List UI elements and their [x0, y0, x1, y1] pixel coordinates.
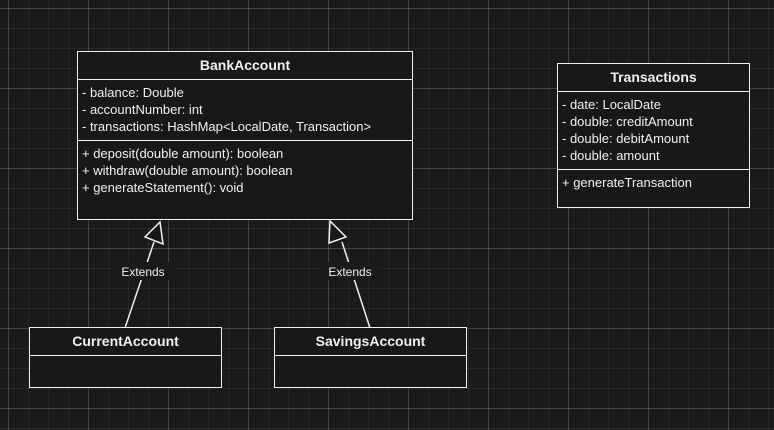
class-transactions[interactable]: Transactions - date: LocalDate - double:…	[557, 63, 750, 208]
class-name: BankAccount	[78, 52, 412, 80]
class-savings-account[interactable]: SavingsAccount	[274, 327, 467, 388]
attribute: - accountNumber: int	[82, 102, 203, 117]
inheritance-arrowhead	[143, 220, 164, 246]
class-bank-account[interactable]: BankAccount - balance: Double - accountN…	[77, 51, 413, 220]
label-bg	[113, 262, 173, 280]
class-name: CurrentAccount	[30, 328, 221, 356]
relation-line	[124, 241, 155, 329]
class-current-account[interactable]: CurrentAccount	[29, 327, 222, 388]
attributes-compartment: - balance: Double - accountNumber: int -…	[78, 80, 412, 140]
method: + generateStatement(): void	[82, 180, 244, 195]
methods-compartment: + generateTransaction	[558, 169, 749, 196]
attribute: - transactions: HashMap<LocalDate, Trans…	[82, 119, 372, 134]
relation-label: Extends	[328, 265, 371, 279]
method: + withdraw(double amount): boolean	[82, 163, 293, 178]
empty-compartment	[275, 356, 466, 386]
attribute: - double: amount	[562, 148, 660, 163]
inheritance-arrowhead	[328, 219, 348, 245]
method: + generateTransaction	[562, 175, 692, 190]
relation-label: Extends	[121, 265, 164, 279]
label-bg	[320, 262, 380, 280]
empty-compartment	[30, 356, 221, 386]
methods-compartment: + deposit(double amount): boolean + with…	[78, 140, 412, 201]
attribute: - double: creditAmount	[562, 114, 693, 129]
relation-line	[341, 241, 371, 329]
inheritance-savings-to-bank[interactable]: Extends	[320, 219, 380, 329]
attribute: - date: LocalDate	[562, 97, 662, 112]
attributes-compartment: - date: LocalDate - double: creditAmount…	[558, 92, 749, 169]
attribute: - double: debitAmount	[562, 131, 690, 146]
class-name: Transactions	[558, 64, 749, 92]
attribute: - balance: Double	[82, 85, 184, 100]
class-name: SavingsAccount	[275, 328, 466, 356]
inheritance-current-to-bank[interactable]: Extends	[113, 220, 173, 329]
method: + deposit(double amount): boolean	[82, 146, 284, 161]
